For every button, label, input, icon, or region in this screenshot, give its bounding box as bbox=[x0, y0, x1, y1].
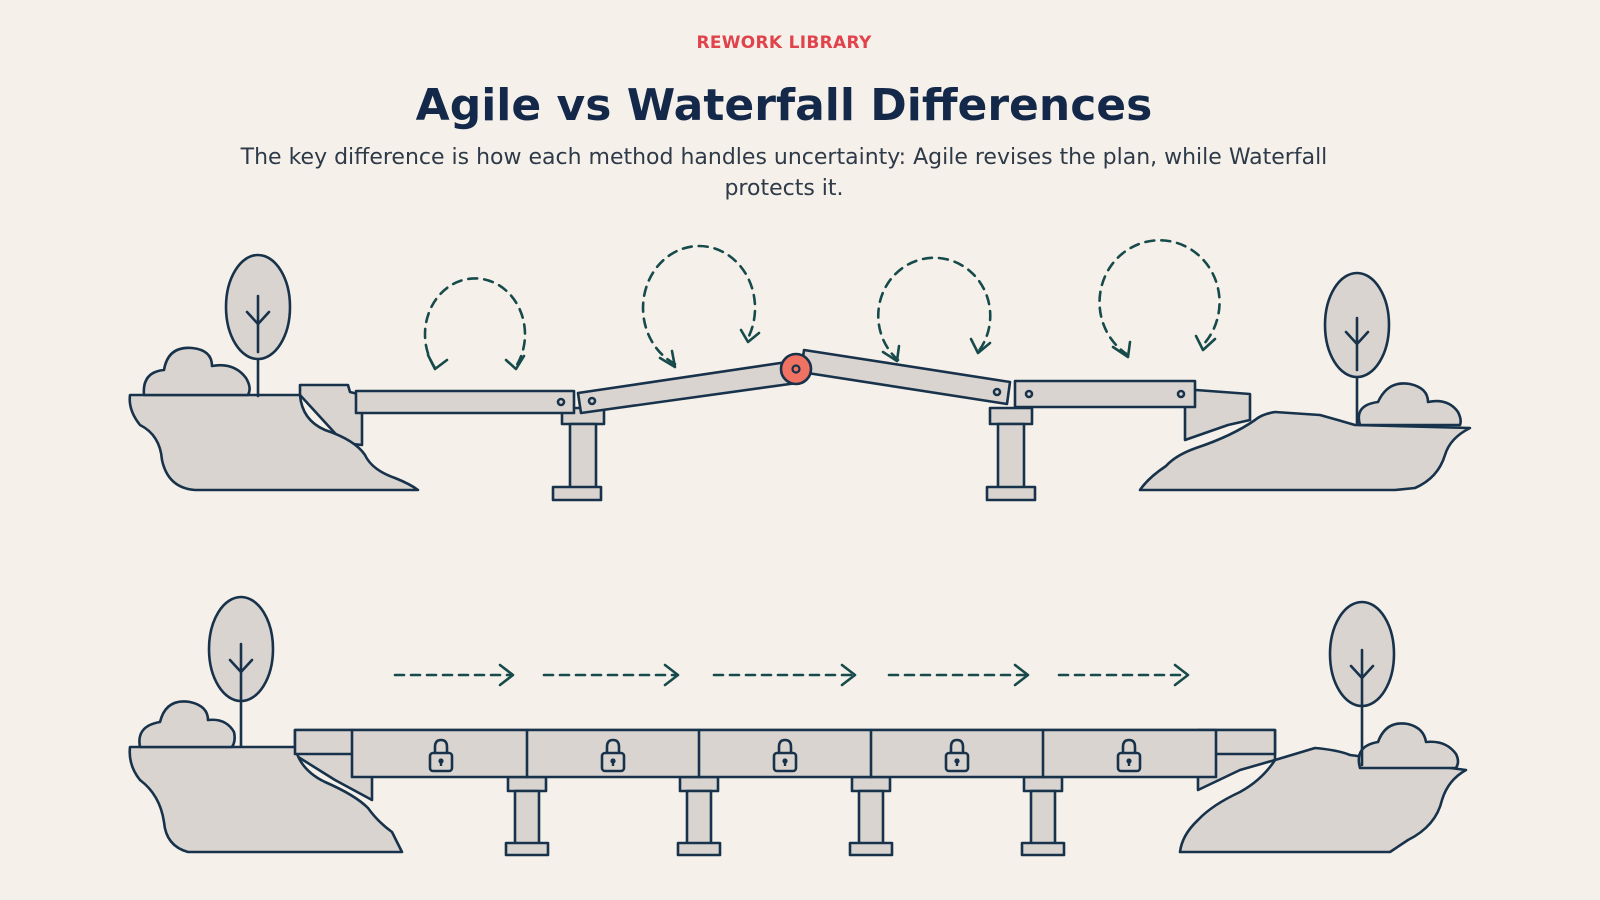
pier bbox=[848, 775, 894, 857]
padlock-icon bbox=[600, 738, 626, 773]
bush-icon bbox=[138, 700, 236, 749]
pier bbox=[1020, 775, 1066, 857]
pier bbox=[676, 775, 722, 857]
bush-icon bbox=[142, 346, 251, 397]
padlock-icon bbox=[944, 738, 970, 773]
waterfall-bridge bbox=[128, 595, 1468, 857]
tree-icon bbox=[224, 253, 292, 398]
dashed-arrow-right-icon bbox=[887, 663, 1030, 687]
circular-arrow-icon bbox=[1098, 238, 1221, 359]
padlock-icon bbox=[772, 738, 798, 773]
right-cliff-bottom bbox=[1178, 600, 1468, 854]
agile-bridge bbox=[128, 238, 1472, 502]
dashed-arrow-right-icon bbox=[393, 663, 515, 687]
agile-segment-3 bbox=[799, 348, 1012, 406]
eyebrow-label: REWORK LIBRARY bbox=[696, 33, 872, 53]
hinge-joint-icon bbox=[779, 352, 813, 386]
dashed-arrow-right-icon bbox=[712, 663, 857, 687]
circular-arrow-icon bbox=[876, 256, 992, 363]
tree-icon bbox=[1323, 271, 1391, 426]
padlock-icon bbox=[1116, 738, 1142, 773]
tree-icon bbox=[207, 595, 275, 748]
circular-arrow-icon bbox=[423, 277, 527, 371]
waterfall-deck bbox=[293, 728, 1277, 779]
left-cliff-bottom bbox=[128, 595, 404, 854]
bush-icon bbox=[1357, 722, 1460, 770]
page-subtitle: The key difference is how each method ha… bbox=[240, 145, 1328, 201]
agile-segment-2 bbox=[576, 359, 799, 415]
circular-arrow-icon bbox=[641, 244, 761, 369]
dashed-arrow-right-icon bbox=[1057, 663, 1190, 687]
padlock-icon bbox=[428, 738, 454, 773]
right-cliff-top bbox=[1138, 271, 1472, 492]
page-title: Agile vs Waterfall Differences bbox=[415, 80, 1153, 131]
dashed-arrow-right-icon bbox=[542, 663, 680, 687]
tree-icon bbox=[1328, 600, 1396, 767]
pier-right bbox=[985, 406, 1037, 502]
left-cliff-top bbox=[128, 253, 420, 492]
bush-icon bbox=[1357, 382, 1462, 427]
pier-left bbox=[551, 406, 606, 502]
agile-segment-1 bbox=[354, 389, 576, 415]
pier bbox=[504, 775, 550, 857]
agile-segment-4 bbox=[1013, 379, 1197, 409]
